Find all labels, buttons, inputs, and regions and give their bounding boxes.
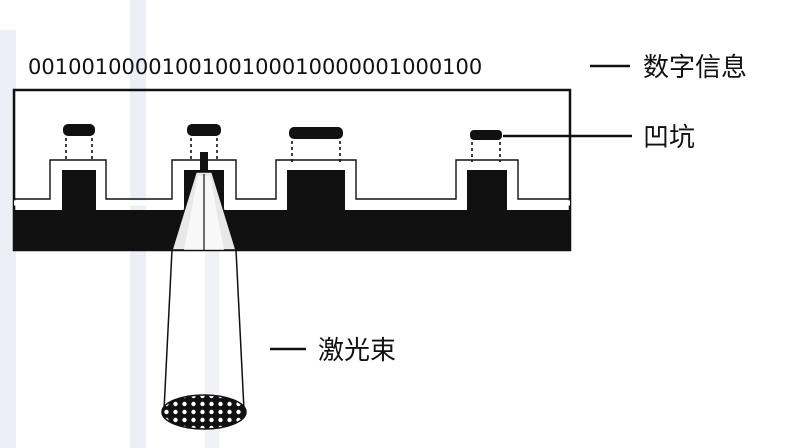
laser-beam-cone <box>163 171 245 411</box>
label-pit: 凹坑 <box>643 123 695 153</box>
label-laser-beam: 激光束 <box>318 336 396 366</box>
pit-bumps <box>62 170 507 214</box>
pit-guide-lines <box>65 138 501 162</box>
label-digital-info: 数字信息 <box>643 53 747 83</box>
pit-marks <box>63 124 502 140</box>
reflective-track <box>14 161 570 206</box>
laser-spot <box>161 394 247 430</box>
bit-string: 0010010000100100100010000001000100 <box>28 55 482 79</box>
label-leaders <box>270 64 632 351</box>
disc-substrate <box>14 210 570 250</box>
reflective-track-edge <box>14 159 570 200</box>
laser-focus-tip <box>200 152 208 174</box>
